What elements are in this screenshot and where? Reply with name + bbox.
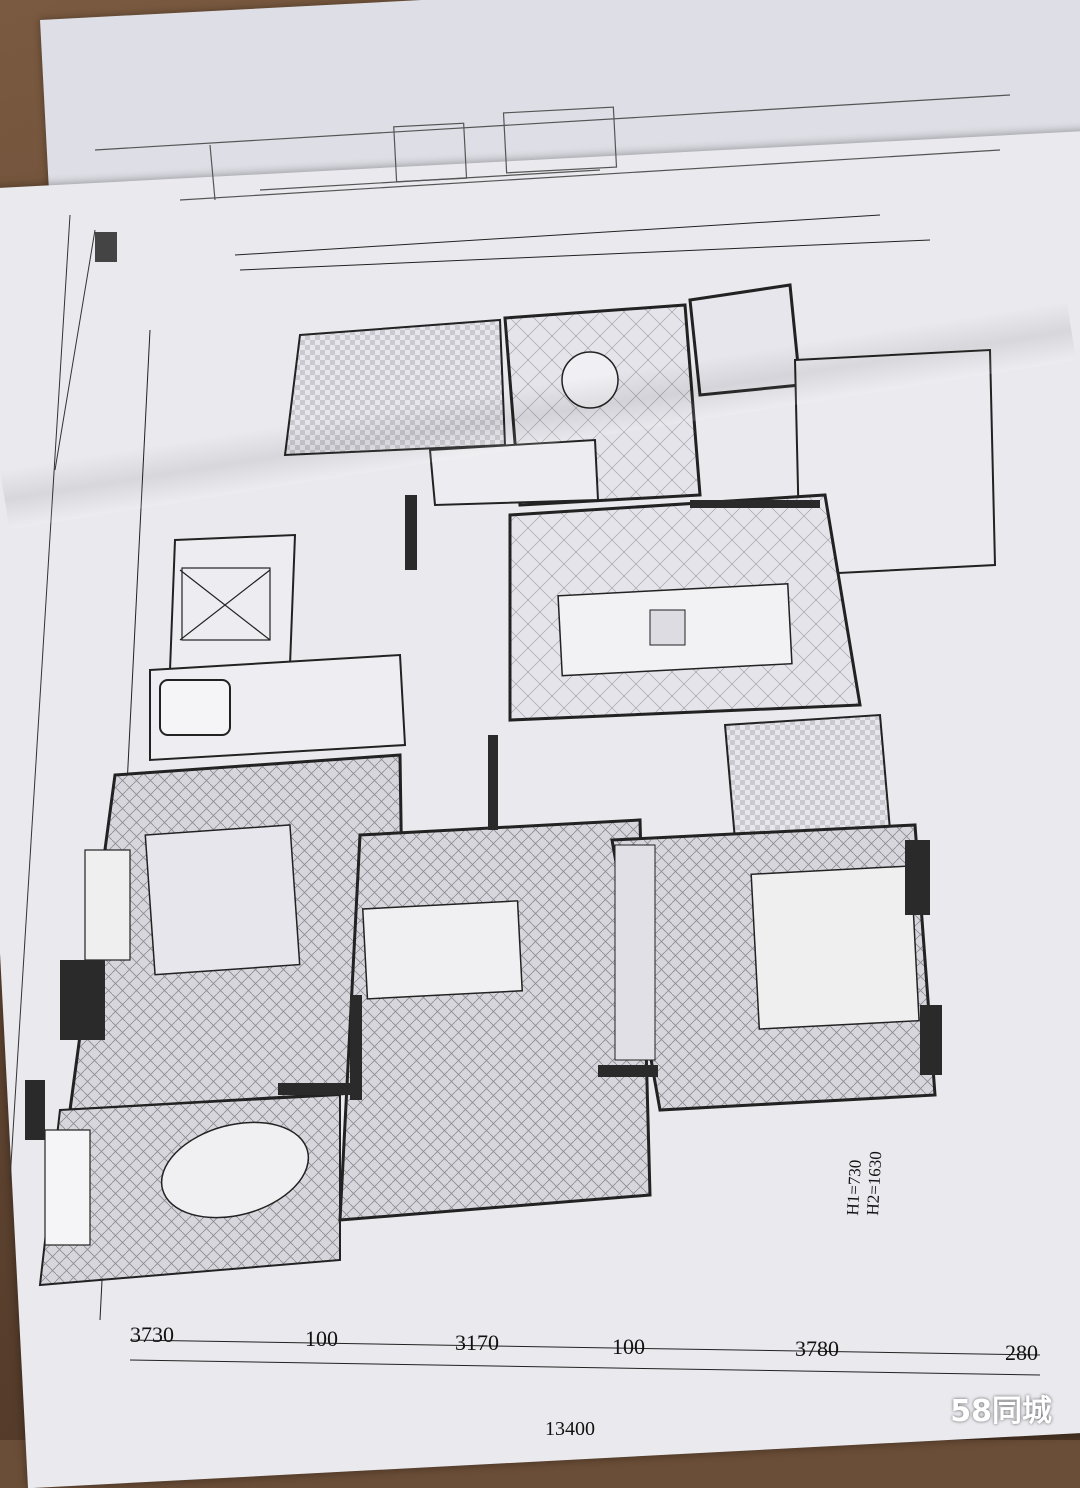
dimension-3170: 3170 <box>455 1330 499 1355</box>
back-sheet-lines <box>94 94 1011 201</box>
height-note-h2: H2=1630 <box>863 1150 886 1216</box>
dimension-3730: 3730 <box>130 1322 174 1347</box>
upper-rooms <box>283 283 997 577</box>
living-room <box>508 493 862 722</box>
elevator-block <box>168 533 297 672</box>
floor-plan-drawing <box>9 94 1041 1376</box>
watermark-58tongcheng: 58同城 <box>950 1386 1052 1430</box>
dimension-100-a: 100 <box>305 1326 338 1351</box>
bedroom-middle <box>338 818 652 1222</box>
dimension-100-b: 100 <box>612 1334 645 1359</box>
structural-walls <box>25 495 942 1140</box>
watermark-number: 58 <box>950 1394 992 1429</box>
dimension-280: 280 <box>1005 1340 1038 1365</box>
title-block <box>9 214 117 1181</box>
watermark-text: 同城 <box>992 1394 1052 1429</box>
bathrooms <box>149 653 892 842</box>
dimension-total: 13400 <box>545 1418 595 1440</box>
bedroom-right <box>610 823 937 1112</box>
corner-room <box>38 1093 341 1287</box>
dimension-3780: 3780 <box>795 1336 839 1361</box>
bedroom-left <box>60 753 407 1112</box>
